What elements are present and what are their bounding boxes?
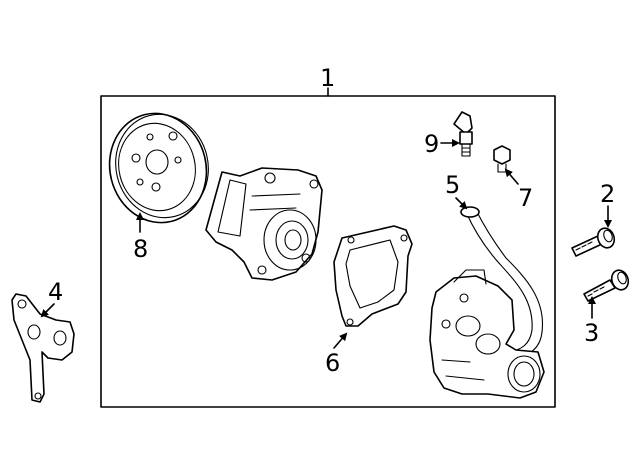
callout-7-arrow bbox=[504, 168, 519, 185]
lower-bolt-part[interactable] bbox=[583, 268, 631, 302]
gasket-part[interactable] bbox=[333, 225, 413, 327]
callout-6-arrow bbox=[333, 332, 348, 349]
callout-5-arrow bbox=[455, 197, 468, 210]
thermostat-housing-part[interactable] bbox=[429, 269, 545, 399]
sensor-part[interactable] bbox=[453, 111, 473, 157]
callout-4-label: 4 bbox=[48, 278, 63, 306]
bolt-part[interactable] bbox=[493, 145, 511, 173]
hose-pipe-part[interactable] bbox=[460, 206, 544, 359]
callout-3-label: 3 bbox=[584, 319, 599, 347]
callout-1-label: 1 bbox=[320, 64, 335, 92]
callout-6-label: 6 bbox=[325, 349, 340, 377]
callout-8-label: 8 bbox=[133, 235, 148, 263]
pulley-part[interactable] bbox=[98, 103, 219, 233]
callout-7-label: 7 bbox=[518, 184, 533, 212]
callout-2-label: 2 bbox=[600, 180, 615, 208]
flange-gasket-part[interactable] bbox=[11, 293, 75, 403]
upper-bolt-part[interactable] bbox=[571, 226, 617, 257]
callout-9-label: 9 bbox=[424, 130, 439, 158]
callout-5-label: 5 bbox=[445, 171, 460, 199]
water-pump-part[interactable] bbox=[205, 167, 323, 281]
callout-4-arrow bbox=[40, 303, 55, 318]
